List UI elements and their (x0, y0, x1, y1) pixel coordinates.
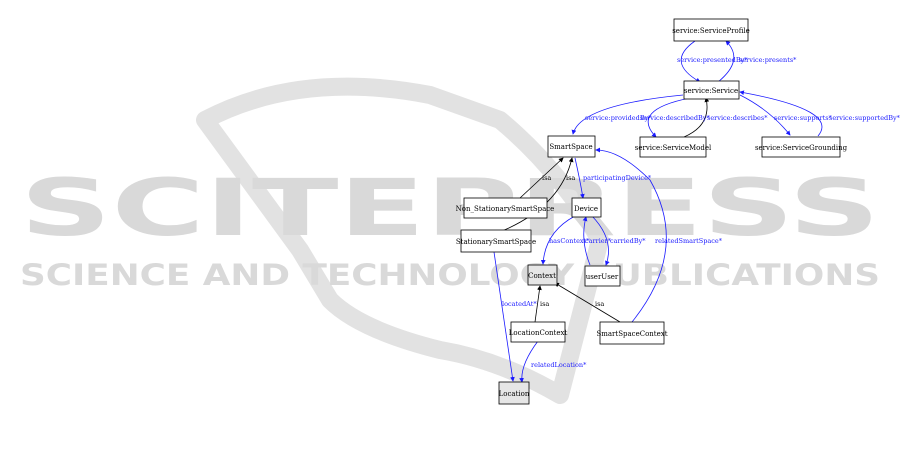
edge-isa-stationary (491, 157, 574, 236)
label-isa-location-context: isa (540, 300, 549, 308)
node-service-label: service:Service (684, 87, 738, 95)
edge-isa-location-context (534, 285, 542, 323)
label-isa-stationary: isa (566, 174, 575, 182)
node-non-stationary-label: Non_StationarySmartSpace (456, 205, 555, 213)
label-provided-by: service:providedBy* (585, 114, 652, 122)
node-smart-space[interactable]: SmartSpace (547, 135, 596, 158)
label-carrier: carrier* (585, 237, 612, 245)
edge-located-at (493, 251, 515, 382)
node-location[interactable]: Location (498, 381, 530, 405)
edges (491, 40, 823, 383)
edge-supports (739, 94, 791, 136)
node-smart-space-context[interactable]: SmartSpaceContext (596, 321, 668, 345)
edge-isa-smart-space-context (554, 282, 621, 323)
label-describes: service:describes* (707, 114, 768, 122)
node-context[interactable]: Context (527, 264, 558, 286)
node-non-stationary-smart-space[interactable]: Non_StationarySmartSpace (456, 197, 555, 219)
label-isa-smart-space-context: isa (595, 300, 604, 308)
node-location-label: Location (499, 390, 530, 398)
edge-carrier (582, 216, 591, 266)
label-related-location: relatedLocation* (531, 361, 587, 369)
label-carried-by: carriedBy* (610, 237, 646, 245)
edge-related-smart-space (595, 147, 667, 323)
edge-carried-by (591, 215, 610, 266)
label-presents: service:presents* (739, 56, 797, 64)
watermark-title: SCITEPRESS (20, 164, 880, 254)
label-supports: service:supports* (774, 114, 833, 122)
label-has-context: hasContext* (549, 237, 590, 245)
watermark-book-icon (196, 77, 609, 404)
edge-provided-by (571, 94, 684, 135)
edge-isa-non-stationary (519, 157, 564, 199)
edge-participating-device (574, 157, 585, 199)
node-service-profile[interactable]: service:ServiceProfile (672, 18, 750, 42)
node-service-grounding-label: service:ServiceGrounding (755, 144, 848, 152)
node-device-label: Device (574, 205, 598, 213)
node-user-label: userUser (586, 273, 619, 281)
node-device[interactable]: Device (571, 197, 602, 218)
node-smart-space-context-label: SmartSpaceContext (596, 330, 667, 338)
label-located-at: locatedAt* (502, 300, 537, 308)
edge-presents (717, 40, 735, 83)
watermark-subtitle: SCIENCE AND TECHNOLOGY PUBLICATIONS (20, 258, 880, 292)
label-participating-device: participatingDevice* (583, 174, 652, 182)
edge-has-context (540, 215, 576, 265)
edge-described-by (647, 97, 691, 138)
label-isa-non-stationary: isa (542, 174, 551, 182)
edge-presented-by (680, 40, 701, 83)
node-location-context[interactable]: LocationContext (509, 321, 568, 343)
node-service-grounding[interactable]: service:ServiceGrounding (755, 136, 848, 158)
node-location-context-label: LocationContext (509, 329, 568, 337)
node-user[interactable]: userUser (584, 265, 621, 287)
label-presented-by: service:presentedBy* (677, 56, 748, 64)
label-supported-by: service:supportedBy* (829, 114, 901, 122)
node-stationary-label: StationarySmartSpace (456, 238, 536, 246)
edge-describes (683, 97, 710, 138)
label-related-smart-space: relatedSmartSpace* (655, 237, 723, 245)
node-stationary-smart-space[interactable]: StationarySmartSpace (456, 229, 536, 253)
node-service[interactable]: service:Service (683, 80, 740, 100)
label-described-by: service:describedBy* (640, 114, 711, 122)
node-service-model[interactable]: service:ServiceModel (635, 136, 712, 158)
edge-supported-by (739, 90, 823, 137)
edge-labels: service:presentedBy* service:presents* s… (502, 56, 901, 369)
node-service-profile-label: service:ServiceProfile (672, 27, 750, 35)
node-service-model-label: service:ServiceModel (635, 144, 712, 152)
node-smart-space-label: SmartSpace (549, 143, 592, 151)
node-context-label: Context (528, 272, 556, 280)
edge-related-location (519, 340, 539, 383)
